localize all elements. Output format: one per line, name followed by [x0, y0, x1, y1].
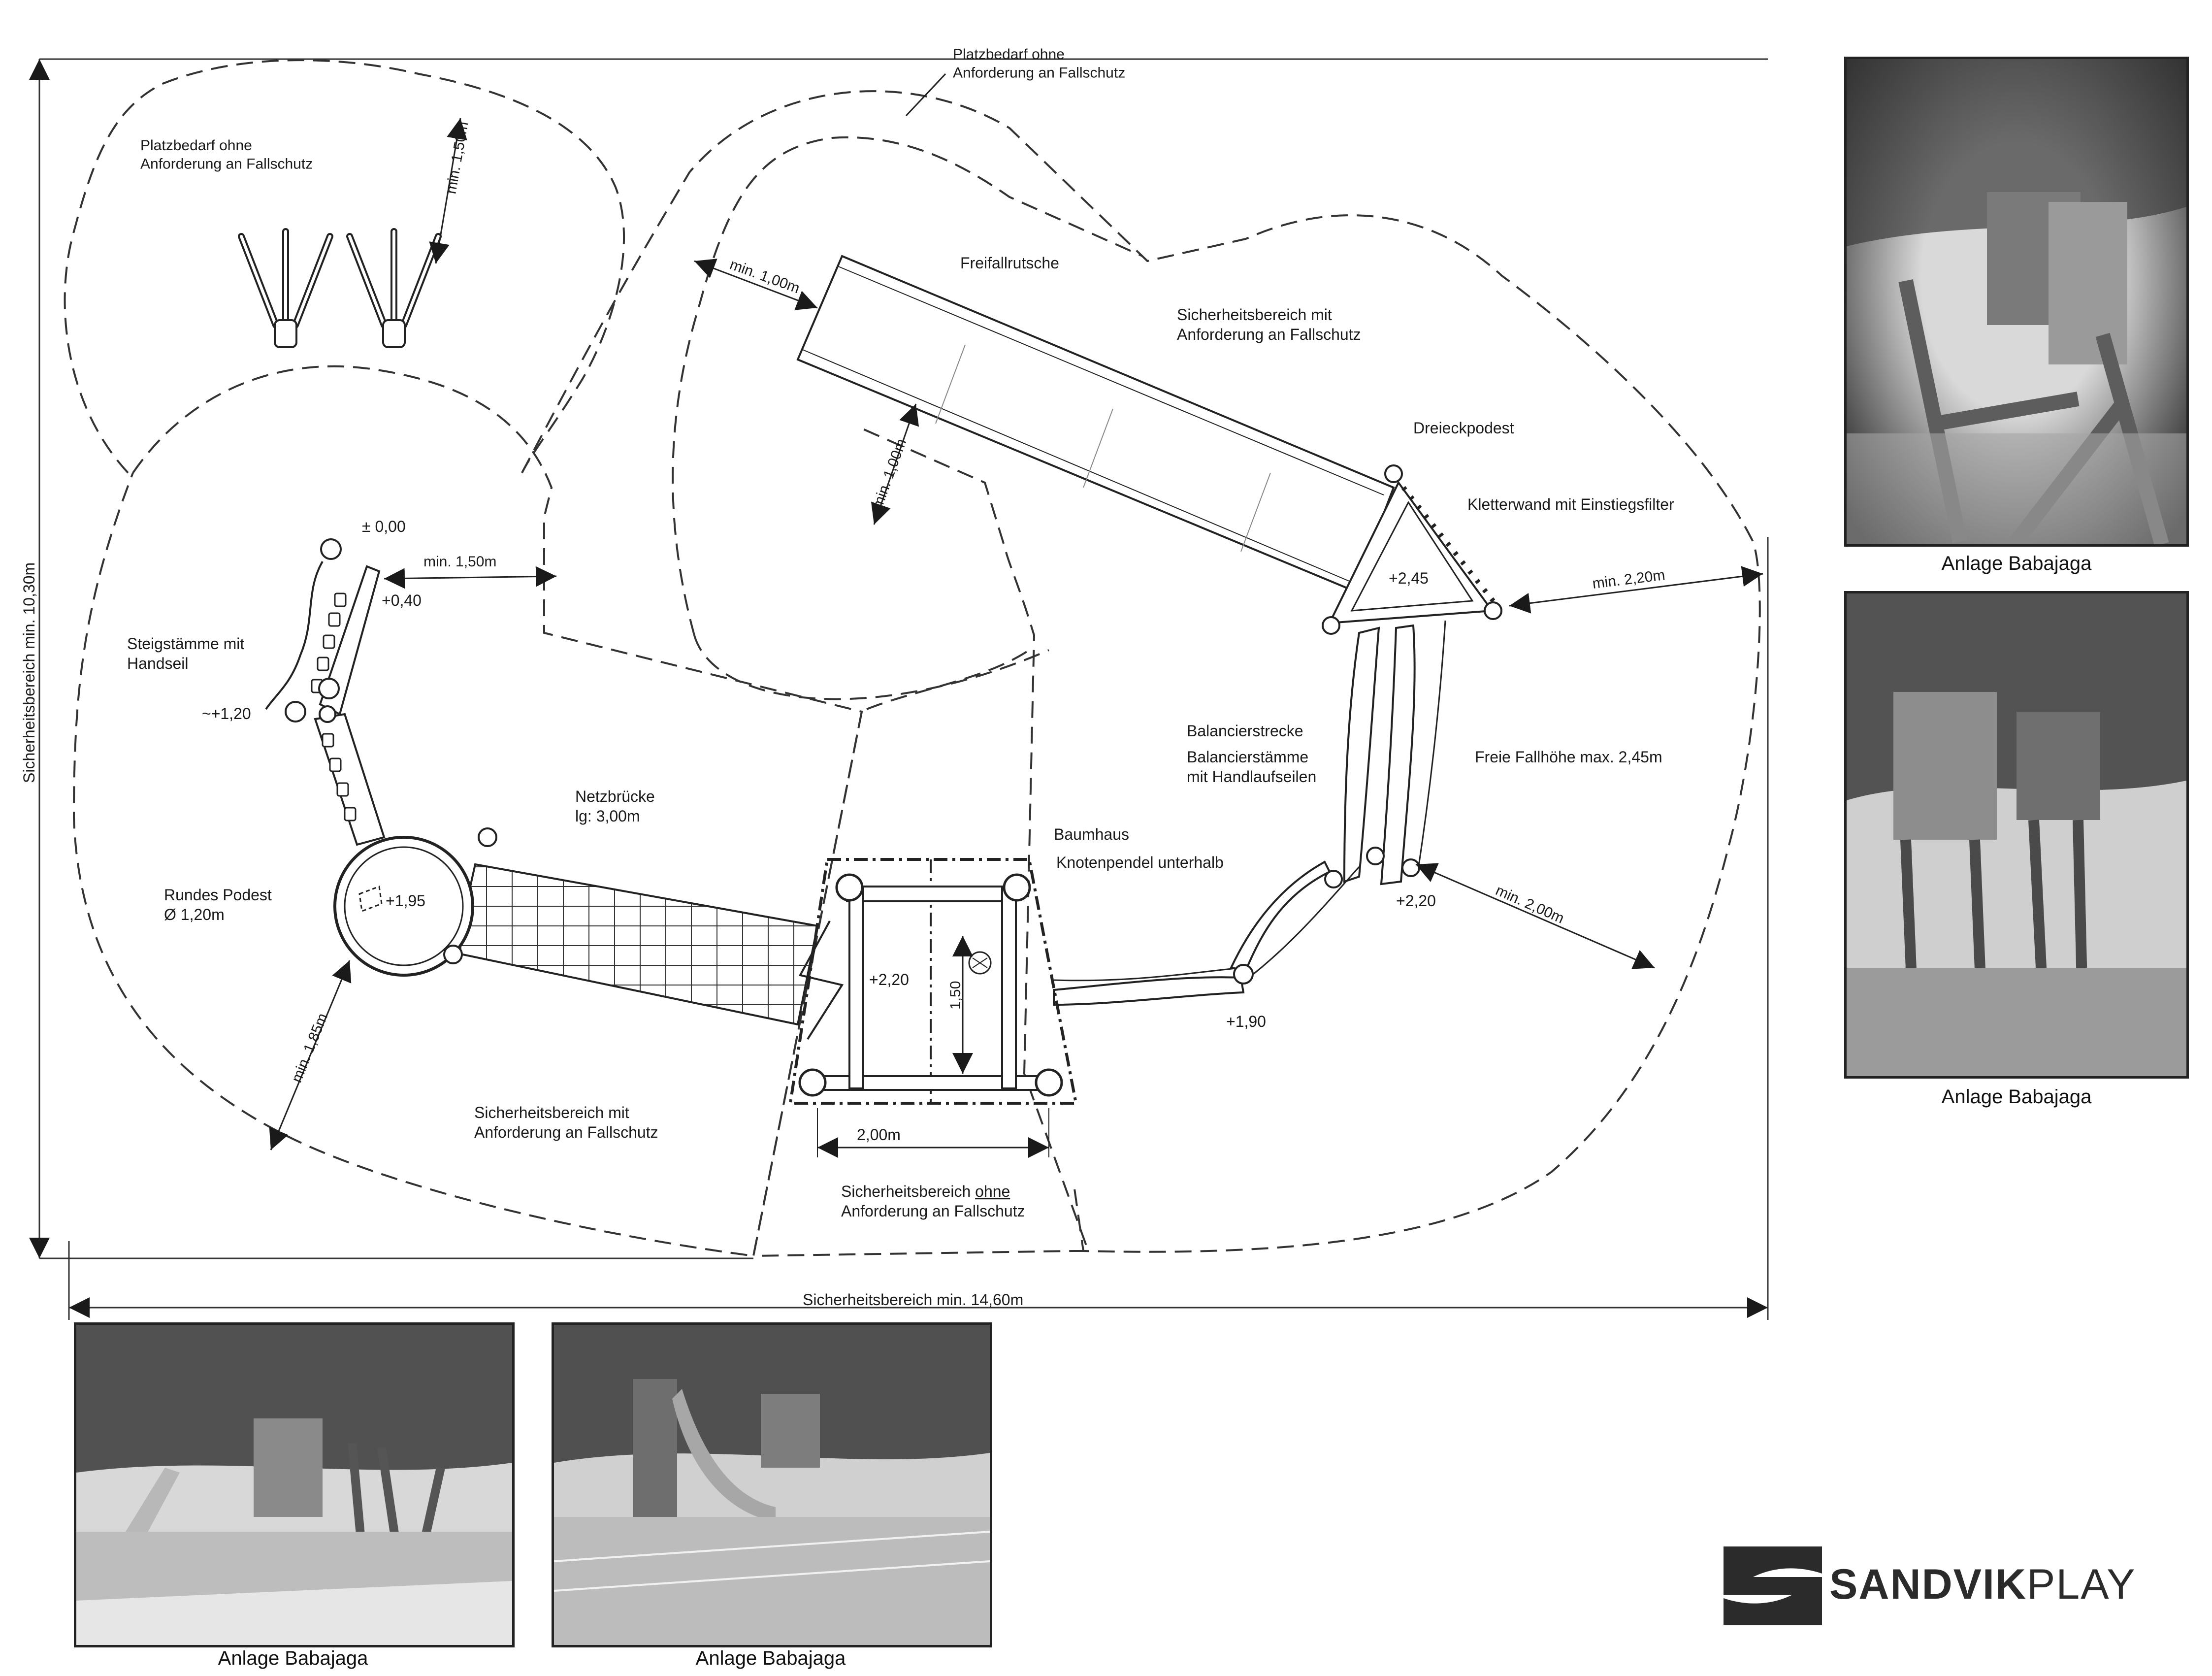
label-plus-120: ~+1,20: [202, 705, 251, 723]
climbing-fork-posts: [238, 228, 442, 348]
label-plus-040: +0,40: [382, 592, 422, 609]
label-balancierstrecke: Balancierstrecke: [1187, 722, 1303, 740]
measure-lines: [269, 73, 1763, 1150]
label-min-220: min. 2,20m: [1592, 567, 1666, 592]
label-plus-190: +1,90: [1226, 1013, 1266, 1030]
label-zero: ± 0,00: [362, 518, 406, 535]
photo-image: [76, 1325, 512, 1645]
treehouse: [788, 858, 1078, 1158]
photo-image: [554, 1325, 990, 1645]
round-platform: [333, 827, 497, 977]
label-dim-200: 2,00m: [857, 1126, 901, 1144]
label-baumhaus: Baumhaus: [1054, 825, 1129, 843]
photo-mid-right-caption: Anlage Babajaga: [1941, 1086, 2092, 1108]
overall-dimensions: [29, 58, 1769, 1320]
photo-image: [1847, 593, 2186, 1076]
photo-image: [1847, 59, 2186, 544]
photo-top-right-caption: Anlage Babajaga: [1941, 553, 2092, 574]
label-freie-fallhoehe: Freie Fallhöhe max. 2,45m: [1475, 748, 1662, 766]
sandvik-logo-mark: [1724, 1546, 1822, 1625]
label-kletterwand: Kletterwand mit Einstiegsfilter: [1467, 495, 1674, 513]
label-width-dimension: Sicherheitsbereich min. 14,60m: [803, 1291, 1023, 1309]
label-safety-without-bottom: Sicherheitsbereich ohne Anforderung an F…: [841, 1183, 1025, 1220]
label-height-dimension: Sicherheitsbereich min. 10,30m: [20, 562, 38, 783]
photo-mid-right: [1844, 591, 2189, 1079]
photo-bottom-middle-caption: Anlage Babajaga: [695, 1647, 846, 1669]
label-knotenpendel: Knotenpendel unterhalb: [1056, 854, 1224, 871]
label-plus-220-house: +2,20: [869, 971, 909, 988]
logo-brand-light: PLAY: [2027, 1561, 2136, 1608]
label-min-150-mid: min. 1,50m: [423, 554, 496, 570]
label-plus-245: +2,45: [1389, 569, 1429, 587]
label-min-100-a: min. 1,00m: [728, 257, 802, 297]
label-min-150-top: min. 1,50m: [443, 120, 471, 195]
label-plus-220-right: +2,20: [1396, 892, 1436, 910]
label-dreieckpodest: Dreieckpodest: [1413, 419, 1514, 437]
photo-bottom-left: [74, 1322, 515, 1647]
label-min-185: min. 1,85m: [289, 1011, 331, 1085]
logo-brand-bold: SANDVIK: [1829, 1561, 2027, 1608]
label-min-200-right: min. 2,00m: [1493, 882, 1566, 927]
step-logs: [265, 538, 386, 846]
safety-zones: [64, 59, 1761, 1257]
photo-bottom-left-caption: Anlage Babajaga: [218, 1647, 368, 1669]
photo-bottom-middle: [552, 1322, 992, 1647]
balance-beams: [1053, 620, 1446, 1006]
label-min-100-b: min. 1,00m: [870, 437, 910, 511]
label-freifallrutsche: Freifallrutsche: [960, 254, 1059, 272]
net-bridge: [454, 863, 819, 1026]
photo-top-right: [1844, 57, 2189, 547]
label-dim-150: 1,50: [947, 981, 964, 1010]
sandvik-play-logo: SANDVIKPLAY: [1724, 1546, 2157, 1625]
triangle-platform: [1322, 464, 1502, 635]
label-plus-195: +1,95: [386, 892, 425, 910]
